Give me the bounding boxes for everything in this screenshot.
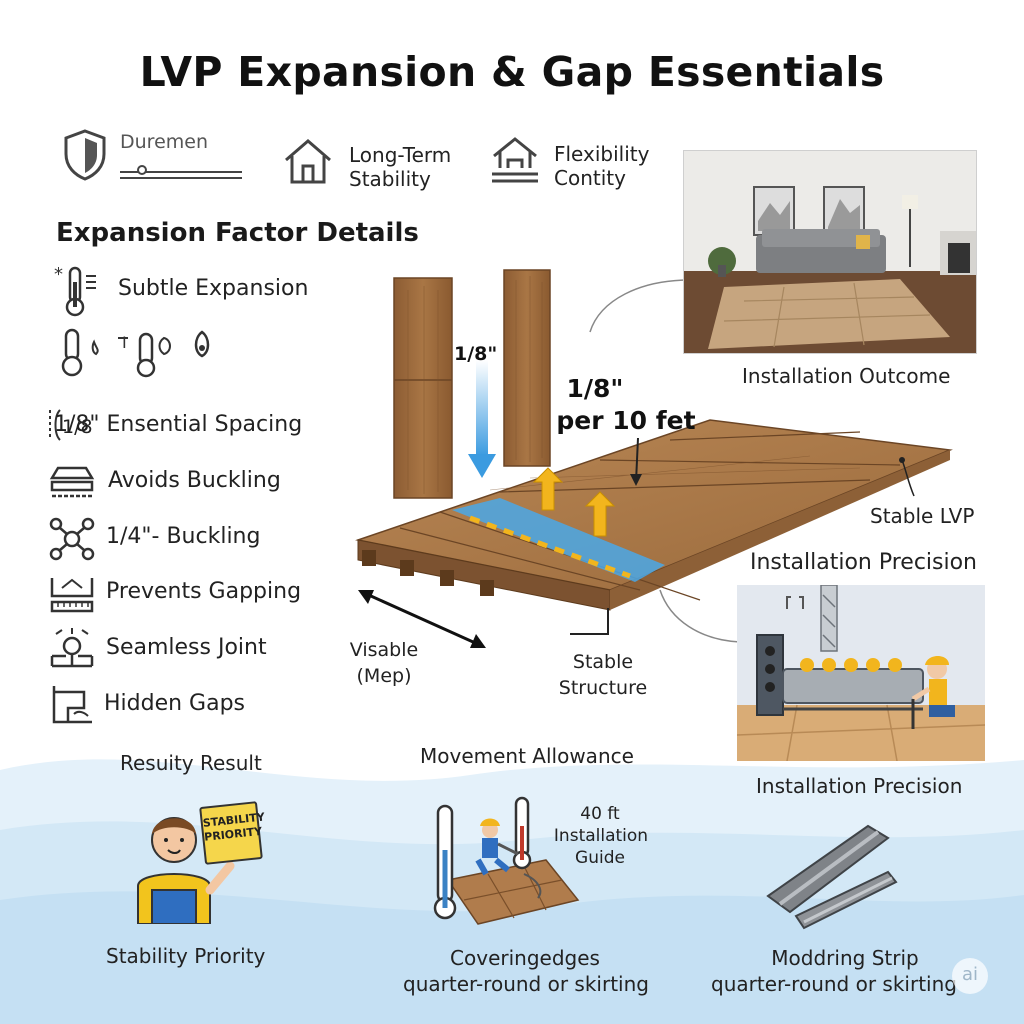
hidden-gaps-label: Hidden Gaps bbox=[104, 691, 246, 716]
avoids-buckling-label: Avoids Buckling bbox=[108, 468, 281, 493]
vertical-plank-right bbox=[503, 269, 551, 467]
house-icon bbox=[285, 139, 331, 184]
slider-line-icon bbox=[120, 165, 242, 179]
joint-icon bbox=[50, 628, 94, 668]
covering-edges-line1: Coveringedges bbox=[450, 946, 600, 970]
gap-label: 1/8" bbox=[454, 343, 498, 365]
stability-priority-sign: STABILITY PRIORITY bbox=[199, 801, 265, 865]
feature-label-duremen: Duremen bbox=[120, 131, 208, 153]
guide-line1: 40 ft bbox=[580, 804, 620, 824]
seamless-joint-label: Seamless Joint bbox=[106, 635, 267, 660]
network-icon bbox=[49, 517, 95, 561]
buckling-quarter-label: 1/4"- Buckling bbox=[106, 524, 261, 549]
house-level-icon bbox=[492, 137, 538, 183]
thermometer-icon: * bbox=[54, 264, 96, 317]
installation-precision-heading: Installation Precision bbox=[750, 550, 978, 575]
guide-line3: Guide bbox=[575, 848, 625, 868]
prevents-gapping-label: Prevents Gapping bbox=[106, 579, 302, 604]
lvp-gap-diagram bbox=[355, 269, 953, 648]
svg-text:1/8: 1/8 bbox=[62, 416, 93, 438]
spec-line2: per 10 fet bbox=[556, 406, 696, 435]
resuity-result-heading: Resuity Result bbox=[120, 751, 262, 775]
stable-lvp-label: Stable LVP bbox=[870, 504, 975, 528]
movement-allowance-heading: Movement Allowance bbox=[420, 744, 634, 768]
guide-line2: Installation bbox=[553, 826, 649, 846]
stability-priority-caption: Stability Priority bbox=[106, 944, 266, 968]
expansion-heading: Expansion Factor Details bbox=[56, 218, 419, 248]
spec-line1: 1/8" bbox=[566, 374, 624, 403]
covering-edges-line2: quarter-round or skirting bbox=[403, 972, 649, 996]
corner-trim-icon bbox=[52, 686, 92, 724]
molding-strip-line2: quarter-round or skirting bbox=[711, 972, 957, 996]
svg-text:I: I bbox=[122, 333, 127, 352]
gap-ruler-icon bbox=[50, 578, 94, 613]
yellow-up-arrow-left bbox=[532, 467, 564, 511]
feature-label-long-term-stability: Long-Term Stability bbox=[349, 143, 452, 191]
yellow-up-arrow-right bbox=[584, 491, 616, 537]
vertical-plank-left bbox=[393, 277, 453, 499]
installation-machine-illustration bbox=[737, 585, 985, 761]
living-room-photo bbox=[683, 150, 977, 354]
molding-strip-illustration bbox=[766, 824, 898, 930]
installation-outcome-caption: Installation Outcome bbox=[742, 364, 951, 388]
floor-plank-stack bbox=[355, 419, 953, 611]
visable-line2: (Mep) bbox=[356, 665, 412, 687]
ai-watermark: ai bbox=[952, 958, 988, 994]
movement-illustration bbox=[433, 796, 580, 925]
floor-layer-icon bbox=[49, 466, 95, 498]
stable-structure-line1: Stable bbox=[572, 651, 634, 673]
installation-precision-caption: Installation Precision bbox=[756, 774, 963, 798]
thermometer-row-icon: I bbox=[61, 328, 210, 378]
spacing-label: 1/8" Ensential Spacing bbox=[54, 412, 303, 437]
worker-avatar bbox=[137, 817, 235, 924]
subtle-expansion-label: Subtle Expansion bbox=[118, 276, 309, 301]
molding-strip-line1: Moddring Strip bbox=[771, 946, 919, 970]
spacing-icon: 1/8 bbox=[49, 409, 93, 441]
feature-label-flexibility: Flexibility Contity bbox=[554, 142, 650, 190]
shield-icon bbox=[64, 129, 106, 181]
svg-text:*: * bbox=[54, 264, 63, 285]
ai-watermark-text: ai bbox=[961, 964, 979, 985]
visable-line1: Visable bbox=[349, 639, 419, 661]
page-title: LVP Expansion & Gap Essentials bbox=[139, 48, 885, 96]
stable-structure-line2: Structure bbox=[558, 677, 648, 699]
